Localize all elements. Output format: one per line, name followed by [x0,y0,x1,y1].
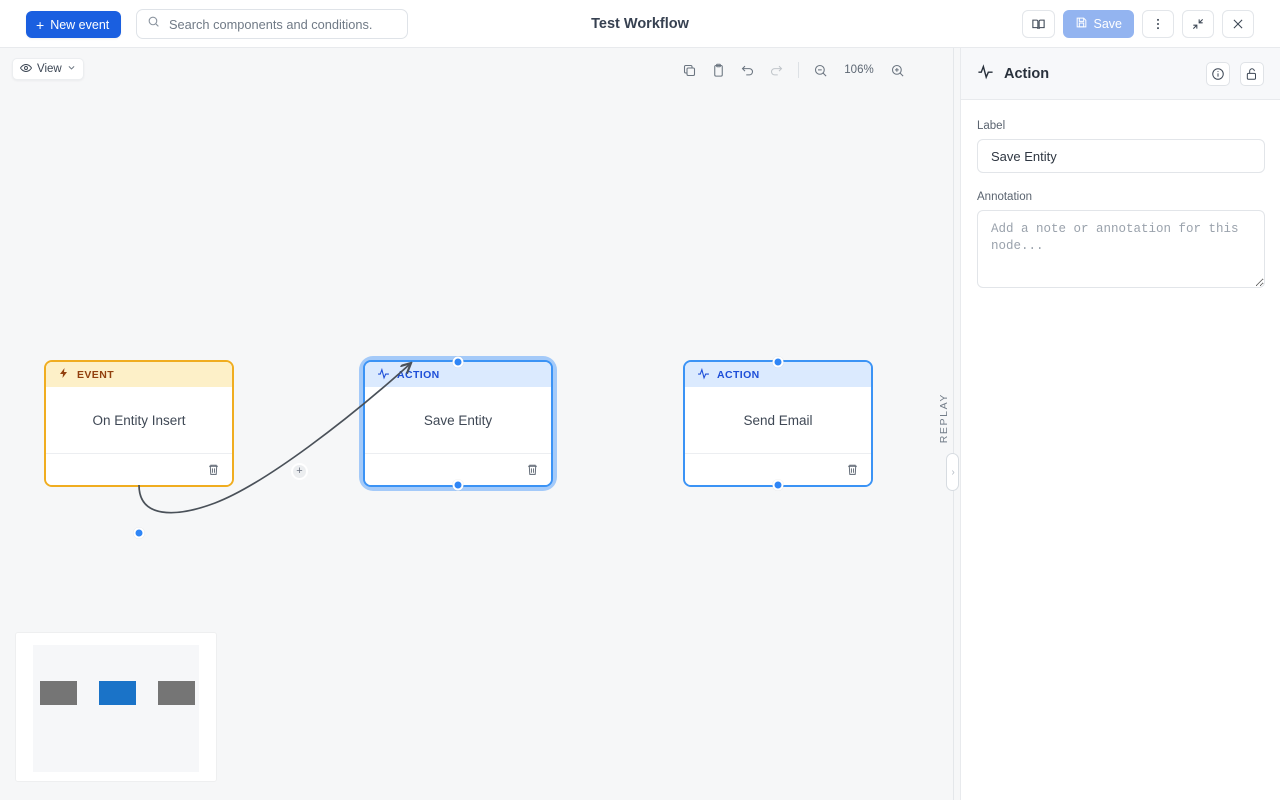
plus-icon: + [36,16,45,33]
panel-body: Label Annotation [961,100,1280,293]
label-field-label: Label [977,120,1006,132]
view-label: View [37,63,62,75]
trash-icon[interactable] [526,463,539,476]
save-button[interactable]: Save [1062,10,1134,38]
node-title: On Entity Insert [46,387,232,453]
canvas-toolbar: 106% [682,58,905,82]
panel-title: Action [1004,65,1050,82]
minimap-node [158,681,195,705]
minimap-viewport [33,645,199,772]
zoom-level: 106% [844,64,874,76]
node-handle-bottom[interactable] [772,479,784,491]
label-input[interactable] [977,139,1265,173]
redo-icon[interactable] [769,63,784,78]
activity-pulse-icon [977,63,994,85]
new-event-label: New event [50,17,110,32]
zoom-in-icon[interactable] [890,63,905,78]
node-type-label: ACTION [397,368,440,381]
more-vertical-icon[interactable] [1142,10,1174,38]
node-save-entity[interactable]: ACTION Save Entity [363,356,553,491]
trash-icon[interactable] [207,463,220,476]
node-title: Save Entity [365,387,551,453]
new-event-button[interactable]: + New event [26,11,122,38]
resizer-line [953,48,954,800]
eye-icon [19,62,33,77]
panel-resizer[interactable] [946,48,960,800]
close-icon[interactable] [1222,10,1254,38]
search-icon [147,15,160,33]
lightning-bolt-icon [58,367,70,382]
panel-header: Action [961,48,1280,100]
node-footer [46,453,232,485]
search-input[interactable]: Search components and conditions. [136,9,408,39]
activity-pulse-icon [697,367,710,383]
collapse-arrows-icon[interactable] [1182,10,1214,38]
minimap[interactable] [16,633,216,781]
unlock-icon[interactable] [1240,61,1264,86]
node-handle-bottom[interactable] [452,479,464,491]
properties-panel: Action Label Annotation [960,48,1280,800]
undo-icon[interactable] [740,63,755,78]
node-type-label: ACTION [717,368,760,381]
top-bar: + New event Search components and condit… [0,0,1280,48]
annotation-textarea[interactable] [977,210,1265,288]
minimap-node-selected [99,681,136,705]
clipboard-icon[interactable] [711,63,726,78]
node-handle-top[interactable] [452,356,464,368]
node-title: Send Email [685,387,871,453]
toolbar-divider [798,62,799,78]
node-handle-top[interactable] [772,356,784,368]
chevron-down-icon [67,63,76,75]
node-header: EVENT [46,362,232,387]
save-disk-icon [1075,16,1088,32]
workflow-canvas[interactable]: View [0,48,960,800]
save-label: Save [1093,17,1123,31]
zoom-out-icon[interactable] [813,63,828,78]
activity-pulse-icon [377,367,390,383]
node-on-entity-insert[interactable]: EVENT On Entity Insert [44,360,234,539]
resizer-handle[interactable] [946,453,959,491]
node-type-label: EVENT [77,368,115,381]
book-icon[interactable] [1021,10,1055,38]
node-send-email[interactable]: ACTION Send Email [683,356,873,491]
top-bar-actions: Save [1021,10,1254,38]
minimap-node [40,681,77,705]
info-icon[interactable] [1206,61,1230,86]
copy-icon[interactable] [682,63,697,78]
annotation-field-label: Annotation [977,191,1032,203]
trash-icon[interactable] [846,463,859,476]
edge-add-node-button[interactable]: + [291,463,308,480]
view-menu-button[interactable]: View [12,58,84,80]
search-placeholder: Search components and conditions. [169,16,373,32]
node-handle-bottom[interactable] [133,527,145,539]
